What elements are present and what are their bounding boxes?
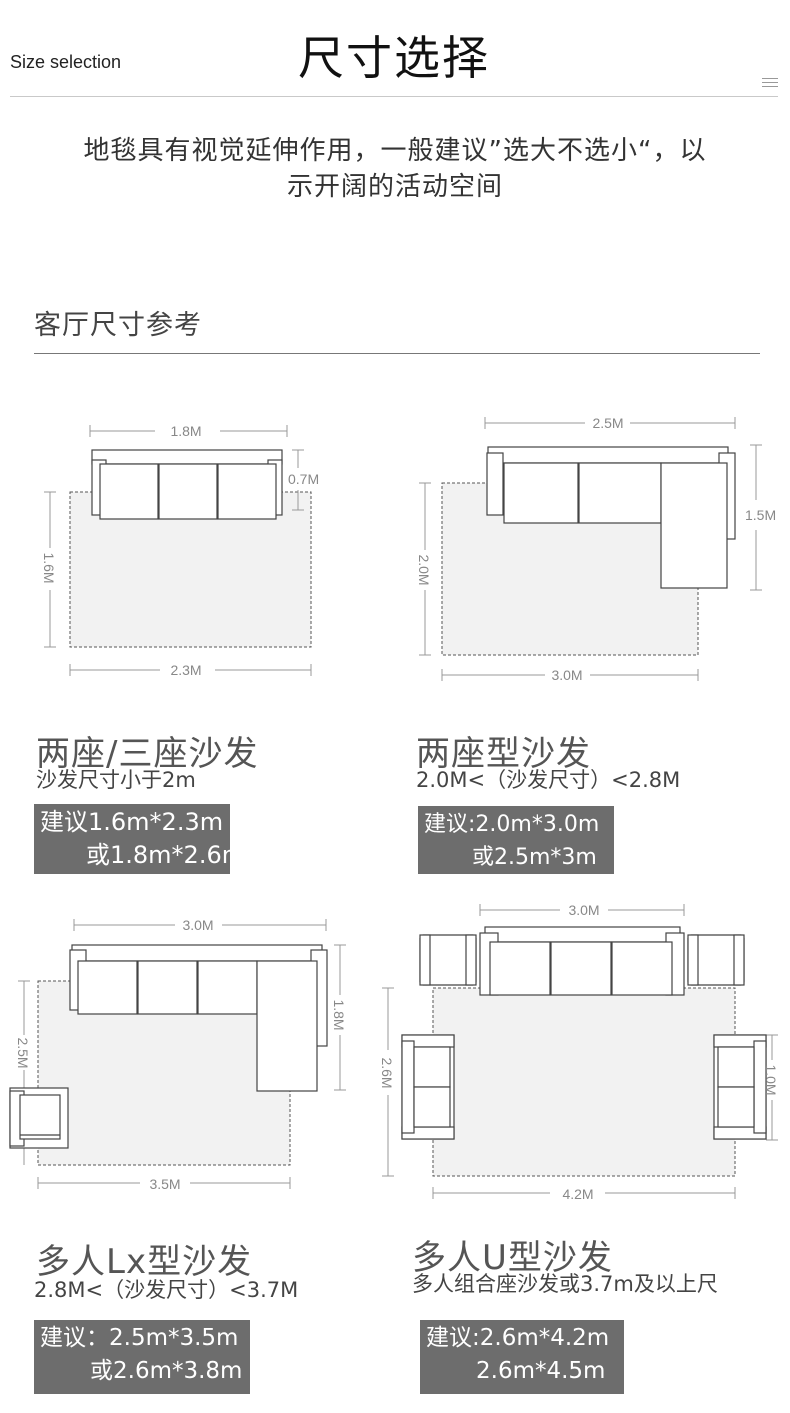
dim-rug-height: 2.0M [416,554,432,585]
recommend-line-2: 或2.5m*3m [472,845,597,870]
card-2-subtitle: 2.0M<（沙发尺寸）<2.8M [416,768,681,792]
diagram-u-sofa: 3.0M 2.6M 1.0M 4.2M [380,902,779,1202]
intro-line-2: 示开阔的活动空间 [286,172,503,202]
card-4-recommend: 建议:2.6m*4.2m 2.6m*4.5m [420,1320,624,1394]
dim-rug-width: 3.0M [551,667,582,683]
intro-text: 地毯具有视觉延伸作用，一般建议”选大不选小“，以 示开阔的活动空间 [20,133,770,205]
card-2-recommend: 建议:2.0m*3.0m 或2.5m*3m [418,806,614,874]
menu-icon[interactable] [762,78,778,90]
recommend-line-1: 建议1.6m*2.3m [40,808,224,836]
recommend-line-1: 建议:2.6m*4.2m [426,1325,610,1351]
dim-sofa-depth: 1.5M [745,507,776,523]
page-subtitle-en: Size selection [10,52,122,72]
dim-rug-height: 2.5M [15,1037,31,1068]
armchair-shape [9,1087,69,1149]
header-divider [10,96,778,97]
recommend-line-2: 或1.8m*2.6m [86,841,246,869]
recommend-line-1: 建议：2.5m*3.5m [40,1325,239,1351]
diagram-two-three-seat: 1.8M 0.7M 1.6M 2.3M [41,423,319,678]
sofa-shape [479,926,685,996]
recommend-line-2: 2.6m*4.5m [476,1358,606,1384]
card-3-title: 多人Lx型沙发 [36,1242,253,1282]
intro-line-1: 地毯具有视觉延伸作用，一般建议”选大不选小“，以 [83,136,707,166]
dim-rug-height: 1.6M [41,552,57,583]
card-1-title: 两座/三座沙发 [36,734,259,774]
dim-sofa-width: 2.5M [592,415,623,431]
dim-sofa-depth: 0.7M [288,471,319,487]
page-title: 尺寸选择 [298,31,490,85]
card-4-subtitle: 多人组合座沙发或3.7m及以上尺 [412,1272,718,1296]
ottoman-left [419,934,477,986]
sofa-shape [486,446,736,589]
section-title: 客厅尺寸参考 [34,310,202,341]
dim-chair-depth: 1.0M [763,1064,779,1095]
recommend-line-2: 或2.6m*3.8m [90,1358,243,1384]
section-divider [34,353,760,354]
dim-sofa-width: 3.0M [182,917,213,933]
armchair-right [713,1034,767,1140]
dim-rug-height: 2.6M [380,1057,395,1088]
diagram-lx-sofa: 3.0M 1.8M 2.5M 3.5M [9,917,347,1192]
rug-outline [432,987,736,1177]
card-3-subtitle: 2.8M<（沙发尺寸）<3.7M [34,1278,299,1302]
sofa-shape [91,449,283,520]
ottoman-right [687,934,745,986]
card-3-recommend: 建议：2.5m*3.5m 或2.6m*3.8m [34,1320,250,1394]
recommend-line-1: 建议:2.0m*3.0m [424,812,600,837]
dim-sofa-width: 1.8M [170,423,201,439]
card-1-subtitle: 沙发尺寸小于2m [36,768,196,792]
dim-sofa-depth: 1.8M [331,999,347,1030]
dim-sofa-width: 3.0M [568,902,599,918]
card-2-title: 两座型沙发 [416,734,591,774]
diagram-two-seat: 2.5M 1.5M 2.0M 3.0M [416,415,776,683]
card-1-recommend: 建议1.6m*2.3m 或1.8m*2.6m [34,804,246,874]
card-4-title: 多人U型沙发 [412,1238,613,1278]
dim-rug-width: 2.3M [170,662,201,678]
dim-rug-width: 4.2M [562,1186,593,1202]
sofa-shape [69,944,328,1092]
armchair-left [401,1034,455,1140]
dim-rug-width: 3.5M [149,1176,180,1192]
